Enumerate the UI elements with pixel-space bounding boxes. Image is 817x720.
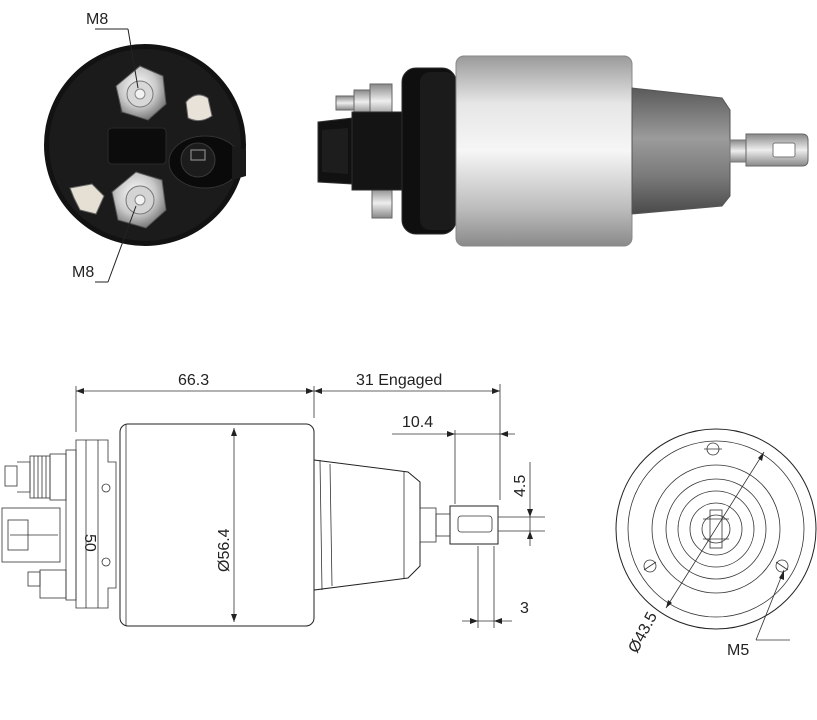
mount-hole-top — [704, 442, 722, 456]
plunger-length-dim: 10.4 — [402, 414, 433, 431]
tab-thickness-dim: 3 — [520, 600, 529, 617]
mount-hole-left — [643, 559, 657, 573]
connector-marking: 50 — [81, 534, 98, 552]
engaged-travel-dim: 31 Engaged — [356, 372, 442, 389]
front-view-drawing: Ø43.5 M5 — [615, 428, 817, 659]
mount-thread-label: M5 — [727, 642, 749, 659]
side-view-photo — [317, 55, 809, 247]
mount-hole-right — [775, 559, 789, 573]
end-view-photo: M8 M8 — [44, 11, 246, 283]
top-terminal-label: M8 — [86, 11, 108, 28]
bottom-terminal-label: M8 — [72, 264, 94, 281]
side-elevation-drawing: 50 66.3 31 Engaged — [1, 372, 545, 628]
top-terminal-nut — [115, 65, 167, 121]
flange-diameter-dim: Ø43.5 — [626, 609, 662, 656]
body-diameter-dim: Ø56.4 — [216, 528, 233, 572]
bottom-terminal-nut — [111, 171, 167, 229]
body-length-dim: 66.3 — [178, 372, 209, 389]
connector-plug — [168, 135, 246, 189]
slot-width-dim: 4.5 — [512, 475, 529, 497]
